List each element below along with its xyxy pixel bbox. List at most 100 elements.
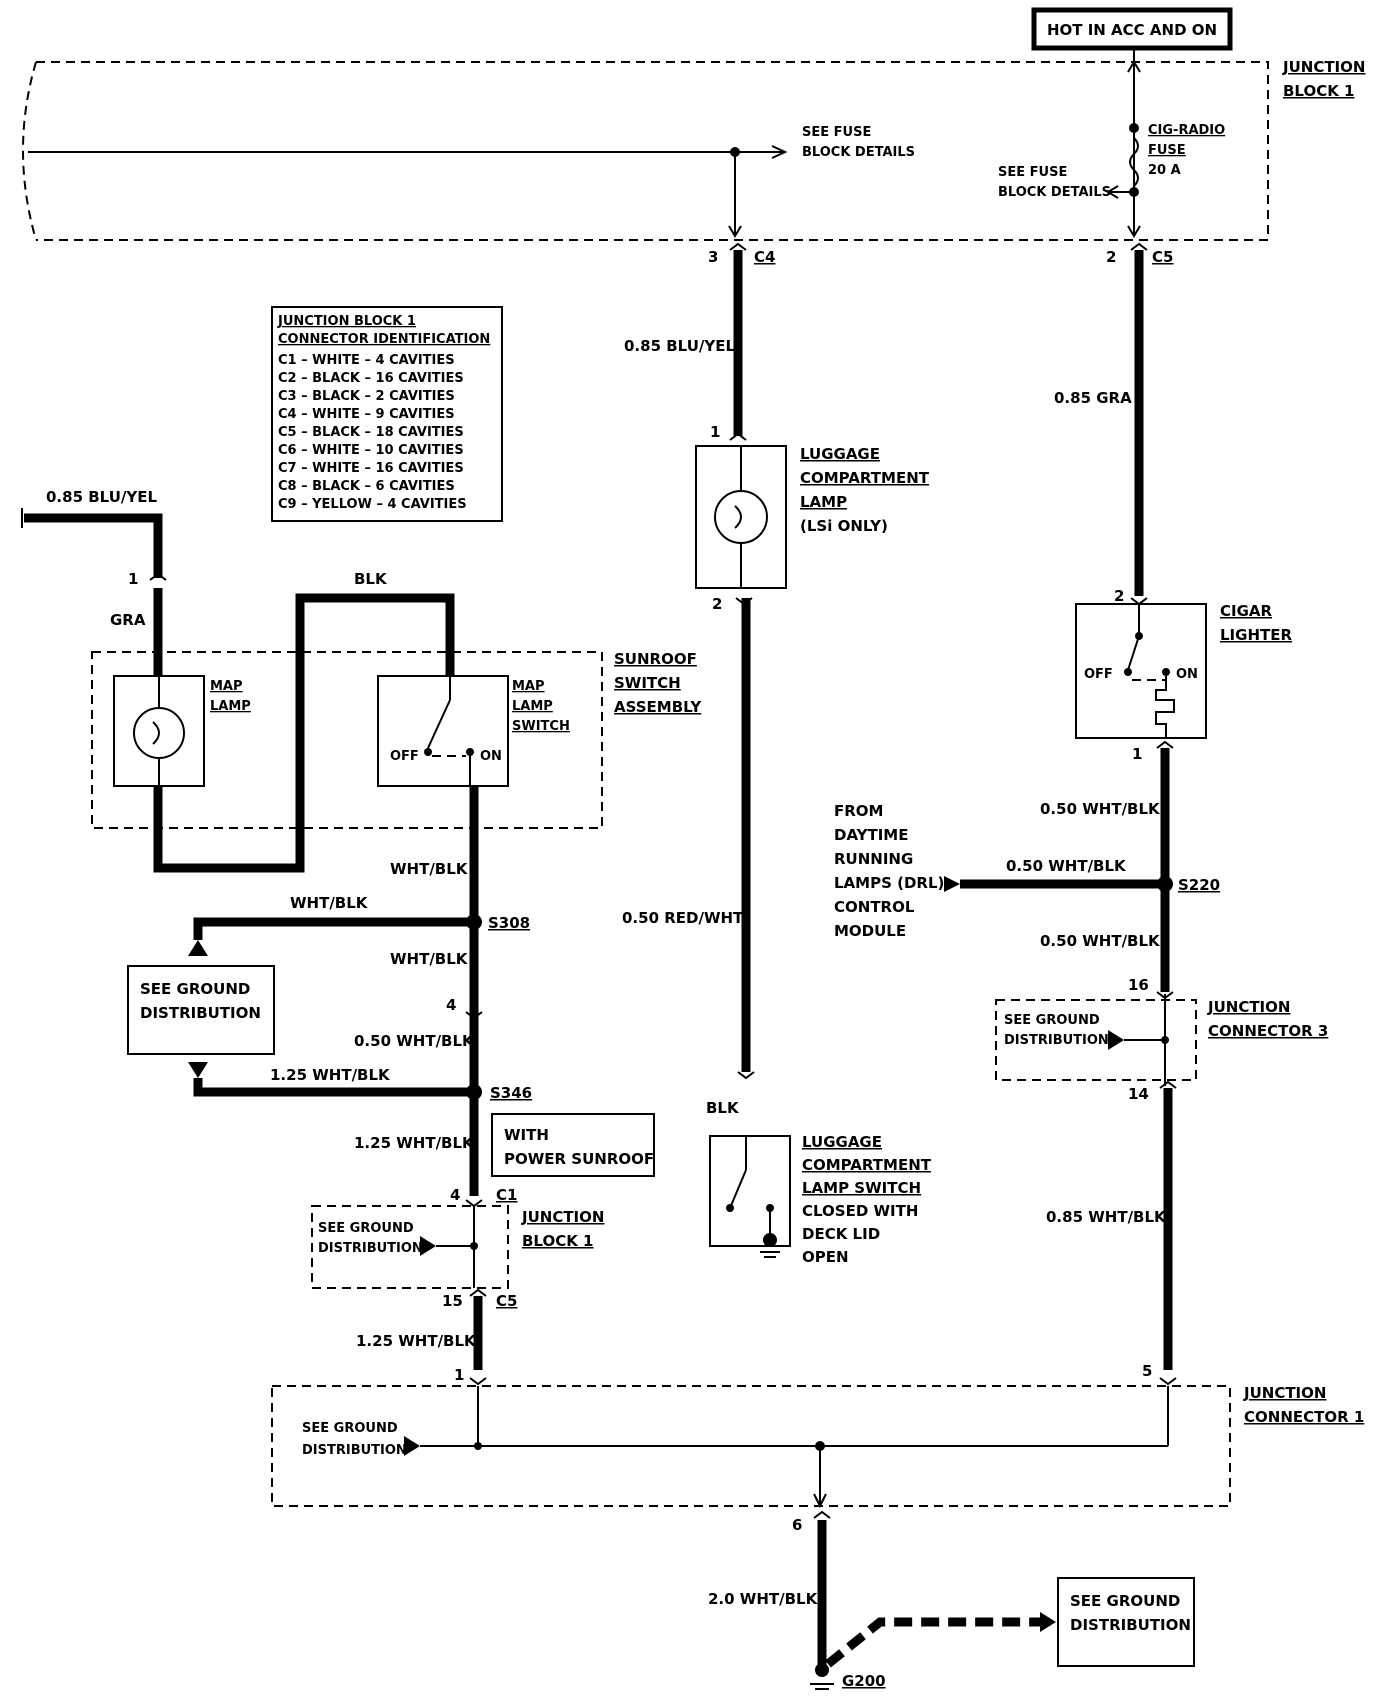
c5b-label: C5 bbox=[496, 1292, 517, 1310]
conn-id-row: C6 – WHITE – 10 CAVITIES bbox=[278, 443, 464, 458]
g200: G200 bbox=[842, 1672, 886, 1690]
lug-sw-6: OPEN bbox=[802, 1248, 849, 1266]
drl-1: FROM bbox=[834, 802, 883, 820]
see-fuse-left-2: BLOCK DETAILS bbox=[802, 145, 915, 160]
sw-off: OFF bbox=[390, 749, 419, 764]
lug-sw-2: COMPARTMENT bbox=[802, 1156, 932, 1174]
wire-gra-right: 0.85 GRA bbox=[1054, 389, 1132, 407]
jc1-1: JUNCTION bbox=[1243, 1384, 1326, 1402]
connector-id-table: JUNCTION BLOCK 1 CONNECTOR IDENTIFICATIO… bbox=[271, 306, 503, 522]
c5b-pin: 15 bbox=[442, 1292, 463, 1310]
lug-lamp-4: (LSi ONLY) bbox=[800, 517, 888, 535]
see-ground-1b: DISTRIBUTION bbox=[140, 1004, 261, 1022]
jb1-lower-1: JUNCTION bbox=[521, 1208, 604, 1226]
fuse-label-3: 20 A bbox=[1148, 163, 1181, 178]
jc3-pin-bot: 14 bbox=[1128, 1085, 1149, 1103]
wire-red-wht: 0.50 RED/WHT bbox=[622, 909, 744, 927]
c4-pin: 3 bbox=[708, 248, 718, 266]
junction-connector-1: 1 5 SEE GROUND DISTRIBUTION JUNCTION CON… bbox=[271, 1362, 1364, 1534]
lug-pin-bot: 2 bbox=[712, 595, 722, 613]
drl-3: RUNNING bbox=[834, 850, 913, 868]
jc1-pin-bot: 6 bbox=[792, 1516, 802, 1534]
jc1-pin-right: 5 bbox=[1142, 1362, 1152, 1380]
lug-sw-4: CLOSED WITH bbox=[802, 1202, 918, 1220]
jc3-gnd-2: DISTRIBUTION bbox=[1004, 1033, 1109, 1048]
s308: S308 bbox=[488, 914, 530, 932]
jc3-2: CONNECTOR 3 bbox=[1208, 1022, 1328, 1040]
cig-pin-bot: 1 bbox=[1132, 745, 1142, 763]
g-gnd-2: DISTRIBUTION bbox=[1070, 1616, 1191, 1634]
wire-wht-blk-125b: 1.25 WHT/BLK bbox=[354, 1134, 475, 1152]
jc1-gnd-2: DISTRIBUTION bbox=[302, 1443, 407, 1458]
sunroof-3: ASSEMBLY bbox=[614, 698, 702, 716]
lug-sw-1: LUGGAGE bbox=[802, 1133, 882, 1151]
fuse-label-2: FUSE bbox=[1148, 143, 1186, 158]
with-2: POWER SUNROOF bbox=[504, 1150, 654, 1168]
jb1-label-1: JUNCTION bbox=[1282, 58, 1365, 76]
see-ground-1a: SEE GROUND bbox=[140, 980, 250, 998]
c1-label: C1 bbox=[496, 1186, 517, 1204]
sunroof-circuit: 0.85 BLU/YEL 1 GRA MAP LAMP BLK OFF ON M… bbox=[21, 488, 702, 1370]
cigar-1: CIGAR bbox=[1220, 602, 1273, 620]
with-1: WITH bbox=[504, 1126, 549, 1144]
cig-on: ON bbox=[1176, 667, 1198, 682]
jc1-2: CONNECTOR 1 bbox=[1244, 1408, 1364, 1426]
wire-r-050c: 0.50 WHT/BLK bbox=[1040, 932, 1161, 950]
wire-wht-blk-125a: 1.25 WHT/BLK bbox=[270, 1066, 391, 1084]
map-pin-top: 1 bbox=[128, 570, 138, 588]
see-fuse-left-1: SEE FUSE bbox=[802, 125, 871, 140]
wire-blu-yel-left: 0.85 BLU/YEL bbox=[46, 488, 157, 506]
drl-6: MODULE bbox=[834, 922, 906, 940]
sunroof-1: SUNROOF bbox=[614, 650, 697, 668]
c5-pin: 2 bbox=[1106, 248, 1116, 266]
s220: S220 bbox=[1178, 876, 1220, 894]
wire-wht-blk-050: 0.50 WHT/BLK bbox=[354, 1032, 475, 1050]
cig-off: OFF bbox=[1084, 667, 1113, 682]
lug-pin-top: 1 bbox=[710, 423, 720, 441]
c4-label: C4 bbox=[754, 248, 775, 266]
s308-pin: 4 bbox=[446, 996, 456, 1014]
wire-r-050a: 0.50 WHT/BLK bbox=[1040, 800, 1161, 818]
see-fuse-right-1: SEE FUSE bbox=[998, 165, 1067, 180]
jc3-gnd-1: SEE GROUND bbox=[1004, 1013, 1100, 1028]
map-sw-2: LAMP bbox=[512, 699, 553, 714]
wire-wht-blk-2: WHT/BLK bbox=[290, 894, 369, 912]
conn-id-row: C7 – WHITE – 16 CAVITIES bbox=[278, 461, 464, 476]
wire-wht-blk-125c: 1.25 WHT/BLK bbox=[356, 1332, 477, 1350]
conn-id-row: C3 – BLACK – 2 CAVITIES bbox=[278, 389, 455, 404]
s346: S346 bbox=[490, 1084, 532, 1102]
conn-id-row: C9 – YELLOW – 4 CAVITIES bbox=[278, 497, 467, 512]
map-sw-1: MAP bbox=[512, 679, 545, 694]
lug-lamp-2: COMPARTMENT bbox=[800, 469, 930, 487]
connector-marks bbox=[149, 242, 1177, 1519]
map-lamp-2: LAMP bbox=[210, 699, 251, 714]
cig-pin-top: 2 bbox=[1114, 587, 1124, 605]
jb1-gnd-1: SEE GROUND bbox=[318, 1221, 414, 1236]
wire-wht-blk-1: WHT/BLK bbox=[390, 860, 469, 878]
conn-id-row: C5 – BLACK – 18 CAVITIES bbox=[278, 425, 464, 440]
g-gnd-1: SEE GROUND bbox=[1070, 1592, 1180, 1610]
drl-4: LAMPS (DRL) bbox=[834, 874, 944, 892]
fuse-label-1: CIG-RADIO bbox=[1148, 123, 1225, 138]
map-sw-3: SWITCH bbox=[512, 719, 570, 734]
conn-id-row: C2 – BLACK – 16 CAVITIES bbox=[278, 371, 464, 386]
ground-g200: 2.0 WHT/BLK G200 SEE GROUND DISTRIBUTION bbox=[708, 1520, 1195, 1690]
c1-pin: 4 bbox=[450, 1186, 460, 1204]
jc1-pin-left: 1 bbox=[454, 1366, 464, 1384]
cigar-lighter-circuit: 2 1 OFF ON CIGAR LIGHTER 0.85 GRA 0.50 W… bbox=[834, 250, 1328, 1370]
wire-blk-lower: BLK bbox=[706, 1099, 740, 1117]
wire-wht-blk-3: WHT/BLK bbox=[390, 950, 469, 968]
jc1-gnd-1: SEE GROUND bbox=[302, 1421, 398, 1436]
conn-id-row: C1 – WHITE – 4 CAVITIES bbox=[278, 353, 455, 368]
lug-sw-3: LAMP SWITCH bbox=[802, 1179, 921, 1197]
drl-2: DAYTIME bbox=[834, 826, 908, 844]
lug-sw-5: DECK LID bbox=[802, 1225, 880, 1243]
wire-gra-left: GRA bbox=[110, 611, 146, 629]
wire-blu-yel-mid: 0.85 BLU/YEL bbox=[624, 337, 735, 355]
c5-label: C5 bbox=[1152, 248, 1173, 266]
luggage-lamp-circuit: 0.85 BLU/YEL 1 2 LUGGAGE COMPARTMENT LAM… bbox=[622, 250, 932, 1266]
jb1-gnd-2: DISTRIBUTION bbox=[318, 1241, 423, 1256]
drl-5: CONTROL bbox=[834, 898, 915, 916]
